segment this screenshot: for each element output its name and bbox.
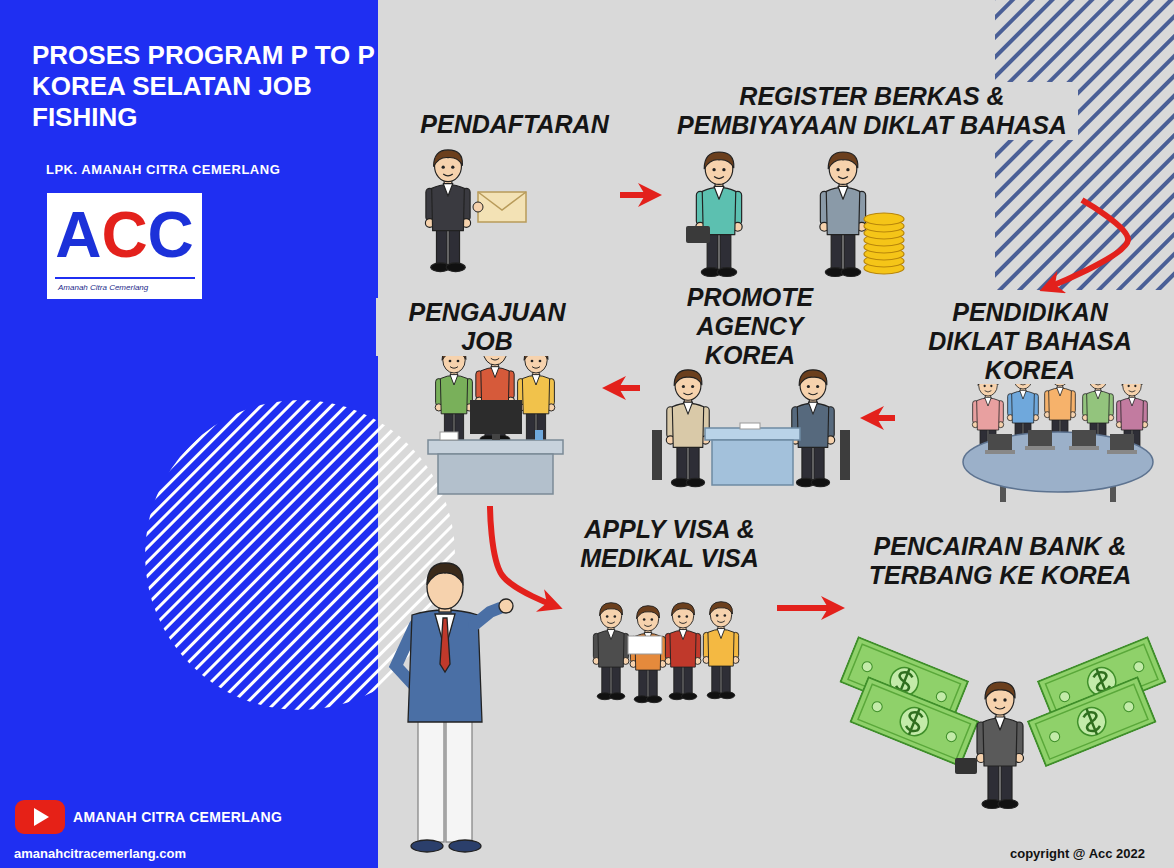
youtube-icon xyxy=(15,800,65,834)
money-wings-figure xyxy=(851,677,978,766)
channel-name: AMANAH CITRA CEMERLANG xyxy=(73,809,282,825)
classroom-figure xyxy=(963,432,1153,492)
presenter-figure xyxy=(499,599,513,613)
flow-arrow xyxy=(777,605,837,611)
flow-arrow xyxy=(620,192,654,198)
register-figure xyxy=(473,202,483,212)
presenter-figure xyxy=(418,718,444,842)
flow-arrow xyxy=(610,385,640,391)
classroom-figure xyxy=(1072,430,1096,446)
process-step: PROMOTE AGENCY KOREA xyxy=(640,277,860,498)
organization-name: LPK. AMANAH CITRA CEMERLANG xyxy=(46,162,280,177)
visa-group-figure xyxy=(665,603,701,700)
process-step: REGISTER BERKAS & PEMBIYAYAAN DIKLAT BAH… xyxy=(662,76,1082,280)
agency-figure xyxy=(666,370,709,487)
flow-arrow xyxy=(490,506,555,606)
classroom-figure xyxy=(1110,434,1134,450)
logo-box xyxy=(47,193,202,299)
visa-group-figure xyxy=(593,603,629,700)
money-wings-figure xyxy=(841,637,1166,808)
presenter-figure xyxy=(440,618,450,672)
payment-figures xyxy=(686,226,710,243)
classroom-figure xyxy=(1107,450,1137,454)
classroom-figure xyxy=(985,450,1015,454)
visa-group-figure xyxy=(628,636,662,654)
agency-figure xyxy=(652,430,662,480)
step-label: PENDIDIKAN DIKLAT BAHASA KOREA xyxy=(899,298,1161,384)
process-step: APPLY VISA & MEDIKAL VISA xyxy=(562,509,777,720)
job-desk-figure xyxy=(470,400,522,434)
payment-figures xyxy=(864,213,904,225)
classroom-figure xyxy=(963,364,1153,502)
youtube-icon xyxy=(15,800,65,834)
job-desk-figure xyxy=(428,440,563,454)
payment-figures xyxy=(686,152,904,277)
register-figure xyxy=(425,150,526,272)
agency-figure xyxy=(712,440,793,485)
classroom-figure xyxy=(1069,446,1099,450)
process-step: PENDAFTARAN xyxy=(409,104,620,275)
stripe-decoration xyxy=(995,0,1174,290)
presenter-figure xyxy=(449,840,481,852)
classroom-figure xyxy=(1025,446,1055,450)
flow-arrow xyxy=(868,415,895,421)
job-desk-figure xyxy=(440,432,458,440)
money-wings-figure xyxy=(1028,677,1155,766)
process-step: PENCAIRAN BANK & TERBANG KE KOREA xyxy=(845,526,1155,817)
diagram-title: PROSES PROGRAM P TO P KOREA SELATAN JOB … xyxy=(32,40,382,134)
job-desk-figure xyxy=(492,434,500,440)
agency-figure xyxy=(705,428,800,440)
payment-figures xyxy=(864,213,904,274)
job-desk-figure xyxy=(517,347,555,448)
presenter-figure xyxy=(411,840,443,852)
presenter-figure xyxy=(474,608,500,625)
step-label: REGISTER BERKAS & PEMBIYAYAAN DIKLAT BAH… xyxy=(666,82,1078,140)
presenter-figure xyxy=(396,563,513,852)
youtube-icon xyxy=(34,808,49,826)
logo-box xyxy=(47,193,202,299)
payment-figures xyxy=(696,152,742,277)
step-label: PROMOTE AGENCY KOREA xyxy=(644,283,856,369)
copyright-note: copyright @ Acc 2022 xyxy=(1010,846,1145,861)
agency-figure xyxy=(740,423,760,429)
logo-box xyxy=(55,277,195,279)
agency-figure xyxy=(652,370,850,487)
register-figure xyxy=(425,150,470,272)
classroom-figure xyxy=(988,430,1134,450)
logo-text: ACC xyxy=(55,203,194,267)
agency-figure xyxy=(840,430,850,480)
logo-tagline: Amanah Citra Cemerlang xyxy=(58,283,148,292)
flow-arrow xyxy=(1047,200,1128,288)
register-figure xyxy=(478,192,526,222)
classroom-figure xyxy=(988,434,1012,450)
classroom-figure xyxy=(1028,430,1052,446)
step-label: PENGAJUAN JOB xyxy=(376,298,598,356)
step-label: PENDAFTARAN xyxy=(414,110,614,139)
money-wings-figure xyxy=(955,758,977,774)
visa-group-figure xyxy=(703,602,739,699)
visa-group-figure xyxy=(593,602,739,703)
step-label: PENCAIRAN BANK & TERBANG KE KOREA xyxy=(849,532,1151,590)
process-step: PENGAJUAN JOB xyxy=(372,292,602,506)
process-step: PENDIDIKAN DIKLAT BAHASA KOREA xyxy=(895,292,1165,508)
job-desk-figure xyxy=(438,454,553,494)
presenter-figure xyxy=(446,718,472,842)
job-desk-figure xyxy=(435,347,473,448)
classroom-figure xyxy=(985,446,1137,454)
payment-figures xyxy=(820,152,866,277)
step-label: APPLY VISA & MEDIKAL VISA xyxy=(566,515,773,573)
money-wings-figure xyxy=(977,682,1024,809)
stripe-circle xyxy=(145,400,455,710)
presenter-figure xyxy=(427,563,463,585)
website-url: amanahcitracemerlang.com xyxy=(14,846,186,861)
job-desk-figure xyxy=(535,430,543,440)
register-figure xyxy=(478,192,526,210)
job-desk-figure xyxy=(428,338,563,495)
